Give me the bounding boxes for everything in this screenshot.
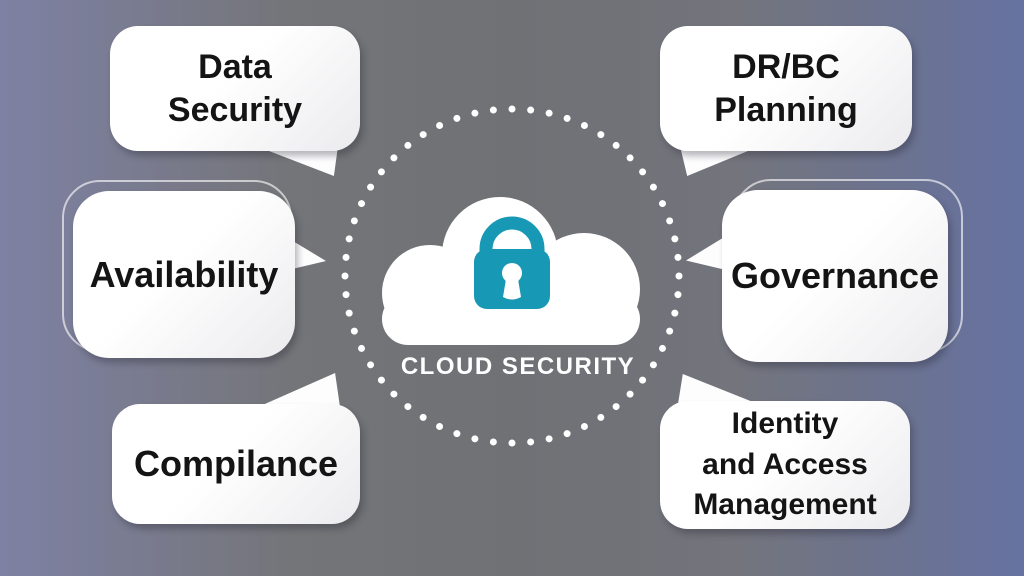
bubble-label: Governance (730, 255, 940, 297)
bubble-tail-iam (678, 374, 758, 404)
dotted-ring (341, 105, 683, 447)
lock-icon (474, 216, 550, 309)
bubble-label: DR/BC (732, 47, 840, 86)
bubble-label: Identity (731, 406, 839, 440)
bubble-governance: Governance (722, 190, 948, 362)
bubble-drbc-planning: DR/BC Planning (660, 26, 912, 151)
bubble-label: Compilance (133, 443, 339, 485)
bubble-label: Availability (89, 253, 279, 295)
bubble-label: Planning (714, 90, 858, 129)
bubble-label: Security (167, 90, 303, 129)
center-label: CLOUD SECURITY (401, 353, 635, 380)
bubble-label: Data (198, 47, 272, 86)
bubble-iam: Identity and Access Management (660, 401, 910, 529)
bubble-data-security: Data Security (110, 26, 360, 151)
cloud-security-center-graphic: CLOUD SECURITY (341, 105, 683, 447)
bubble-availability: Availability (73, 191, 295, 358)
bubble-compliance: Compilance (112, 404, 360, 524)
bubble-tail-compliance (258, 373, 340, 407)
bubble-label: and Access (702, 447, 868, 481)
bubble-label: Management (693, 488, 877, 522)
